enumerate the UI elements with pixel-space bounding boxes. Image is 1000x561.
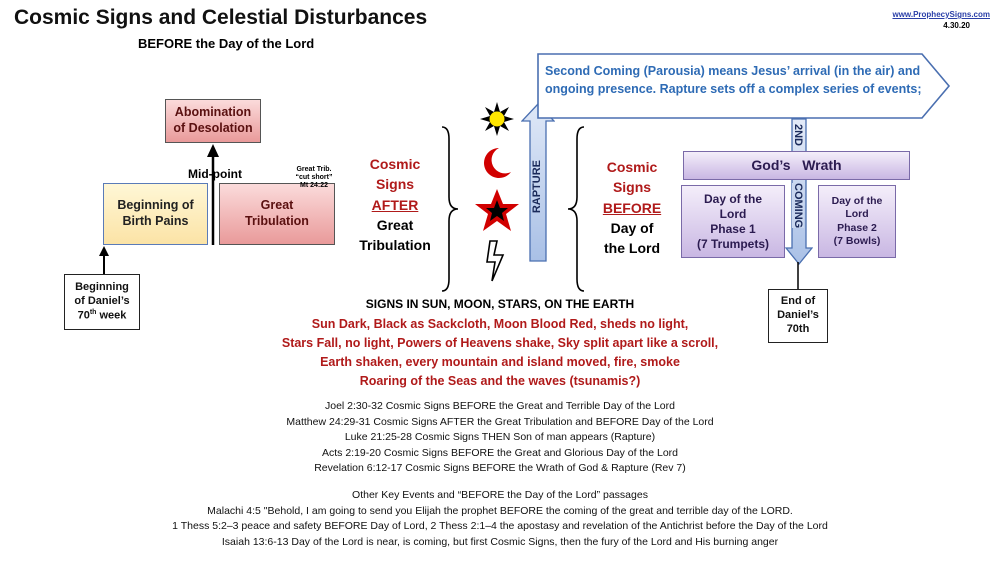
great-tribulation-line1: Great bbox=[260, 198, 294, 213]
signs-line-2: Stars Fall, no light, Powers of Heavens … bbox=[281, 336, 719, 350]
reference-5: Revelation 6:12-17 Cosmic Signs BEFORE t… bbox=[314, 462, 686, 474]
reference-2: Matthew 24:29-31 Cosmic Signs AFTER the … bbox=[286, 415, 714, 428]
abomination-line1: Abomination bbox=[174, 105, 252, 120]
birth-pains-line1: Beginning of bbox=[117, 198, 194, 213]
lightning-icon bbox=[486, 240, 505, 282]
rapture-arrow bbox=[521, 103, 555, 262]
date-label: 4.30.20 bbox=[943, 21, 970, 30]
second-coming-arrow-top: 2ND bbox=[792, 124, 804, 147]
left-brace bbox=[441, 126, 459, 292]
star-icon bbox=[475, 189, 519, 231]
rapture-label: RAPTURE bbox=[531, 160, 543, 214]
reference-1: Joel 2:30-32 Cosmic Signs BEFORE the Gre… bbox=[325, 400, 675, 412]
phase1-line1: Day of the bbox=[703, 191, 762, 206]
page-title: Cosmic Signs and Celestial Disturbances bbox=[14, 6, 428, 29]
other-line-1: Malachi 4:5 "Behold, I am going to send … bbox=[207, 504, 793, 517]
other-line-3: Isaiah 13:6-13 Day of the Lord is near, … bbox=[221, 535, 779, 548]
beginning-daniel-number: 70 bbox=[77, 309, 90, 322]
cosmic-after-line3: AFTER bbox=[371, 196, 419, 213]
birth-pains-line2: Birth Pains bbox=[122, 214, 189, 228]
phase2-line3: Phase 2 bbox=[837, 221, 877, 234]
beginning-daniel-suffix: th bbox=[89, 308, 97, 316]
great-trib-note: Great Trib. “cut short” Mt 24:22 bbox=[291, 166, 337, 190]
cosmic-after-text: Cosmic Signs AFTER Great Tribulation bbox=[352, 154, 438, 255]
signs-line-1: Sun Dark, Black as Sackcloth, Moon Blood… bbox=[311, 317, 689, 331]
signs-list: Sun Dark, Black as Sackcloth, Moon Blood… bbox=[140, 315, 860, 391]
reference-3: Luke 21:25-28 Cosmic Signs THEN Son of m… bbox=[344, 431, 656, 443]
website-link[interactable]: www.ProphecySigns.com bbox=[892, 10, 990, 19]
signs-line-3: Earth shaken, every mountain and island … bbox=[320, 355, 680, 369]
cosmic-after-line1: Cosmic bbox=[369, 156, 421, 172]
end-daniel-box: End of Daniel’s 70th bbox=[768, 289, 828, 343]
right-brace bbox=[567, 126, 585, 292]
abomination-line2: of Desolation bbox=[173, 121, 253, 135]
beginning-daniel-line3: 70th week bbox=[74, 309, 129, 323]
great-trib-note-line2: “cut short” bbox=[295, 174, 333, 182]
cosmic-before-line4: Day of bbox=[610, 219, 654, 236]
end-daniel-line1: End of bbox=[780, 295, 816, 308]
other-line-2: 1 Thess 5:2–3 peace and safety BEFORE Da… bbox=[172, 520, 828, 532]
signs-heading: SIGNS IN SUN, MOON, STARS, ON THE EARTH bbox=[365, 297, 635, 311]
beginning-arrow bbox=[99, 246, 109, 274]
second-coming-arrow-bottom: COMING bbox=[792, 183, 804, 229]
phase2-line1: Day of the bbox=[831, 195, 883, 208]
signs-line-4: Roaring of the Seas and the waves (tsuna… bbox=[359, 374, 641, 388]
phase1-line4: (7 Trumpets) bbox=[696, 236, 769, 251]
beginning-daniel-line1: Beginning bbox=[75, 281, 129, 294]
other-heading: Other Key Events and “BEFORE the Day of … bbox=[352, 489, 648, 501]
cosmic-after-line4: Great bbox=[376, 216, 414, 233]
reference-4: Acts 2:19-20 Cosmic Signs BEFORE the Gre… bbox=[322, 446, 678, 459]
great-tribulation-line2: Tribulation bbox=[245, 214, 309, 228]
moon-icon bbox=[484, 148, 511, 178]
beginning-daniel-line2: of Daniel’s bbox=[74, 294, 130, 307]
beginning-daniel-box: Beginning of Daniel’s 70th week bbox=[64, 274, 140, 330]
cosmic-before-line5: the Lord bbox=[604, 240, 660, 257]
cosmic-before-text: Cosmic Signs BEFORE Day of the Lord bbox=[589, 157, 675, 258]
cosmic-before-line1: Cosmic bbox=[606, 159, 658, 175]
midpoint-label: Mid-point bbox=[188, 167, 242, 181]
beginning-daniel-week: week bbox=[96, 309, 127, 322]
end-daniel-connector bbox=[797, 262, 799, 290]
gods-wrath-box: God’s Wrath bbox=[683, 151, 910, 180]
phase1-line2: Lord bbox=[719, 206, 747, 221]
other-passages: Other Key Events and “BEFORE the Day of … bbox=[40, 488, 960, 550]
wrath-phase2-box: Day of the Lord Phase 2 (7 Bowls) bbox=[818, 185, 896, 258]
wrath-phase1-box: Day of the Lord Phase 1 (7 Trumpets) bbox=[681, 185, 785, 258]
great-trib-note-line1: Great Trib. bbox=[296, 166, 332, 173]
cosmic-after-line5: Tribulation bbox=[359, 237, 431, 254]
end-daniel-line3: 70th bbox=[786, 322, 810, 335]
phase2-line4: (7 Bowls) bbox=[833, 234, 881, 247]
cosmic-before-line2: Signs bbox=[612, 179, 652, 196]
phase2-line2: Lord bbox=[845, 208, 869, 221]
page-subtitle: BEFORE the Day of the Lord bbox=[138, 36, 315, 51]
cosmic-before-line3: BEFORE bbox=[602, 199, 662, 216]
great-trib-note-line3: Mt 24:22 bbox=[299, 182, 328, 190]
cosmic-after-line2: Signs bbox=[375, 176, 415, 193]
references-list: Joel 2:30-32 Cosmic Signs BEFORE the Gre… bbox=[140, 399, 860, 477]
end-daniel-line2: Daniel’s bbox=[777, 309, 819, 322]
phase1-line3: Phase 1 bbox=[710, 221, 756, 236]
second-coming-text: Second Coming (Parousia) means Jesus’ ar… bbox=[545, 64, 922, 96]
sun-icon bbox=[480, 102, 514, 136]
midpoint-arrow bbox=[207, 144, 219, 245]
second-coming-banner bbox=[537, 53, 951, 119]
gods-wrath-title: God’s Wrath bbox=[751, 156, 842, 173]
